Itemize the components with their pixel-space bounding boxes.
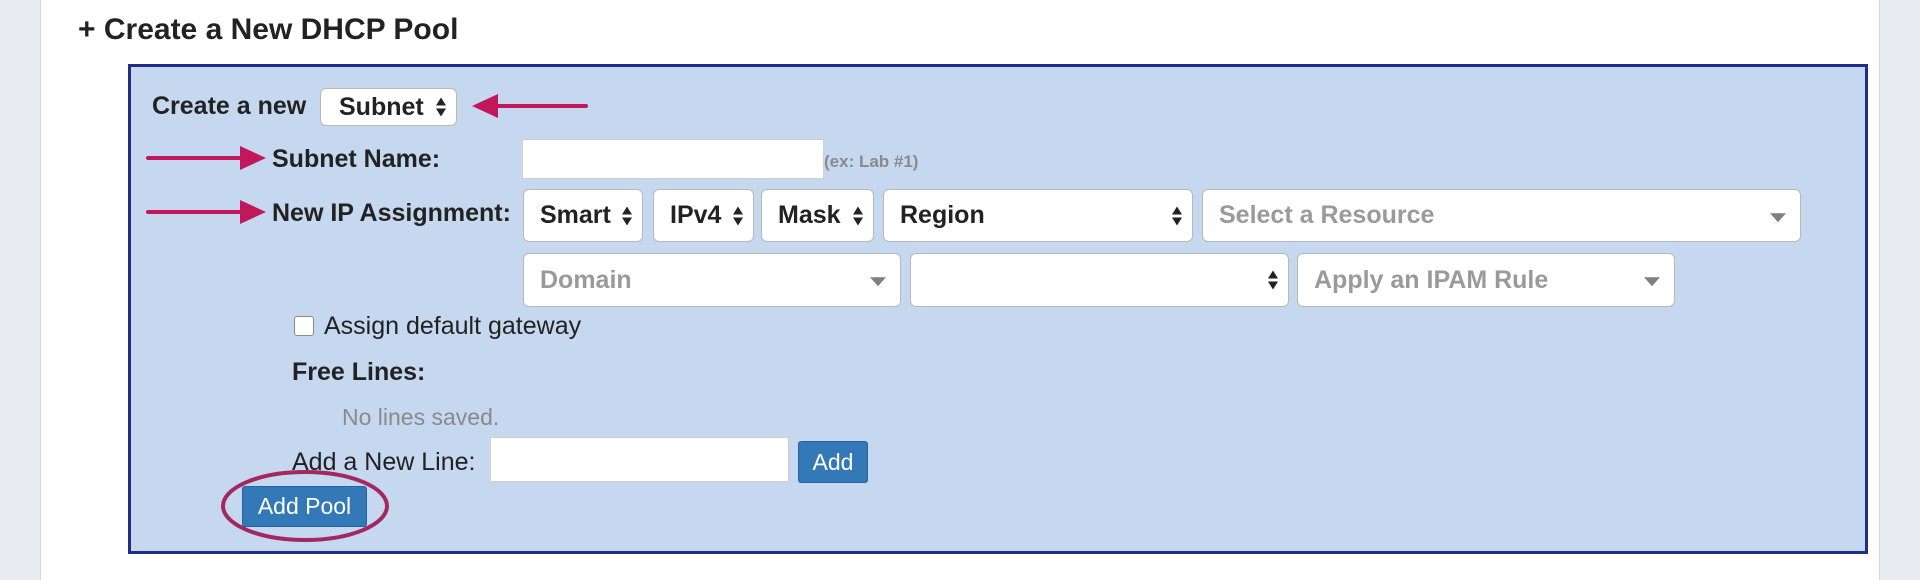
resource-select[interactable]: Select a Resource bbox=[1202, 189, 1801, 242]
domain-select[interactable]: Domain bbox=[523, 253, 901, 307]
mask-select[interactable]: Mask bbox=[761, 189, 874, 242]
up-down-arrows-icon bbox=[1268, 270, 1278, 290]
mask-value: Mask bbox=[778, 201, 841, 229]
ipam-rule-select[interactable]: Apply an IPAM Rule bbox=[1297, 253, 1675, 307]
create-type-value: Subnet bbox=[339, 92, 424, 121]
new-line-input[interactable] bbox=[490, 437, 789, 482]
region-select[interactable]: Region bbox=[883, 189, 1193, 242]
up-down-arrows-icon bbox=[1172, 206, 1182, 225]
default-gateway-label: Assign default gateway bbox=[324, 312, 582, 340]
assignment-mode-value: Smart bbox=[540, 201, 611, 229]
up-down-arrows-icon bbox=[853, 206, 863, 225]
up-down-arrows-icon bbox=[436, 97, 446, 117]
create-new-label: Create a new bbox=[152, 92, 307, 120]
up-down-arrows-icon bbox=[622, 206, 632, 225]
chevron-down-icon bbox=[1644, 277, 1660, 287]
region-value: Region bbox=[900, 201, 985, 229]
add-new-line-label: Add a New Line: bbox=[292, 448, 476, 476]
add-pool-button[interactable]: Add Pool bbox=[242, 486, 367, 527]
assignment-mode-select[interactable]: Smart bbox=[523, 189, 643, 242]
resource-placeholder: Select a Resource bbox=[1219, 201, 1435, 229]
default-gateway-checkbox[interactable] bbox=[294, 316, 314, 336]
add-line-button[interactable]: Add bbox=[798, 441, 868, 483]
chevron-down-icon bbox=[1770, 212, 1786, 222]
ipam-rule-placeholder: Apply an IPAM Rule bbox=[1314, 265, 1549, 294]
no-lines-text: No lines saved. bbox=[342, 404, 500, 430]
free-lines-heading: Free Lines: bbox=[292, 358, 426, 386]
blank-select[interactable] bbox=[910, 253, 1289, 307]
subnet-name-label: Subnet Name: bbox=[272, 145, 441, 173]
up-down-arrows-icon bbox=[733, 206, 743, 225]
subnet-name-input[interactable] bbox=[522, 139, 824, 179]
create-type-select[interactable]: Subnet bbox=[320, 88, 457, 126]
dhcp-pool-form bbox=[128, 64, 1868, 554]
ip-assignment-label: New IP Assignment: bbox=[272, 199, 511, 227]
ip-version-value: IPv4 bbox=[670, 201, 722, 229]
domain-placeholder: Domain bbox=[540, 265, 632, 294]
ip-version-select[interactable]: IPv4 bbox=[653, 189, 754, 242]
subnet-name-hint: (ex: Lab #1) bbox=[824, 152, 919, 171]
section-heading[interactable]: + Create a New DHCP Pool bbox=[78, 13, 459, 46]
chevron-down-icon bbox=[870, 277, 886, 287]
